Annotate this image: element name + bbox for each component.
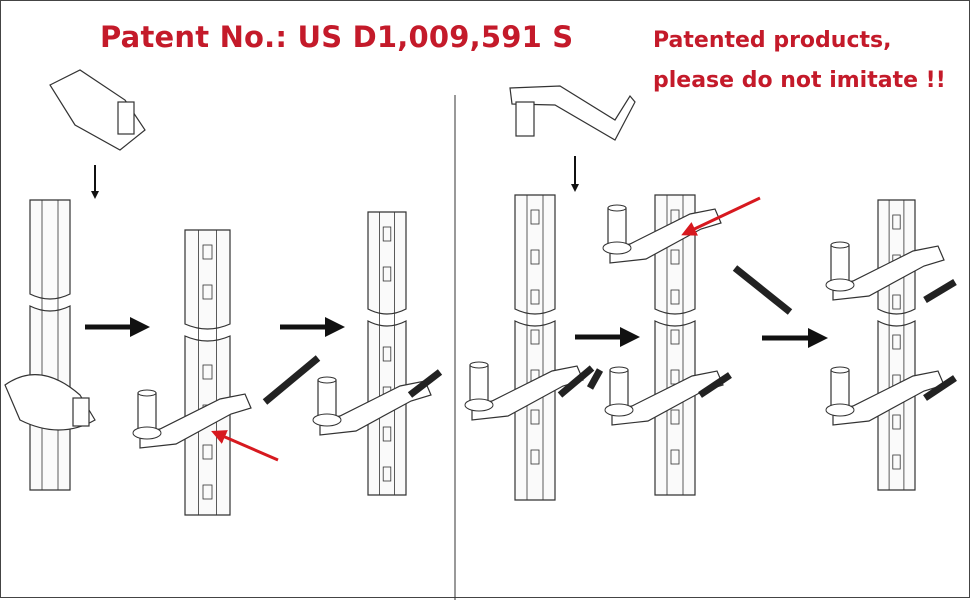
hinge-pin: [72, 397, 90, 427]
post-stud: [670, 449, 680, 465]
hinge-bracket: [132, 389, 252, 449]
post-upper: [367, 211, 407, 315]
hinge-pin-top: [609, 366, 629, 374]
t-post: [877, 199, 916, 491]
bolt-icon: [407, 369, 443, 398]
post-stud: [892, 214, 901, 230]
hinge-base: [604, 403, 634, 417]
t-post: [184, 229, 231, 516]
post-stud: [202, 444, 213, 460]
notice-line-1: Patented products,: [653, 28, 892, 53]
t-post: [514, 194, 556, 501]
hinge-base: [312, 413, 342, 427]
hinge-base: [825, 278, 855, 292]
post-upper: [654, 194, 696, 315]
red-pointer-arrow-icon: [211, 430, 279, 462]
post-stud: [202, 484, 213, 500]
hinge-pin: [137, 392, 157, 432]
notice-line-2: please do not imitate !!: [653, 68, 946, 93]
hinge-pin-top: [317, 376, 337, 384]
bracket-arm: [319, 380, 432, 436]
post-lower: [654, 320, 696, 496]
t-post: [367, 211, 407, 496]
bolt-icon: [923, 278, 957, 304]
bolt-icon: [698, 372, 732, 398]
bracket-arm: [611, 370, 724, 426]
hinge-base: [464, 398, 494, 412]
post-lower: [514, 320, 556, 501]
hinge-base: [132, 426, 162, 440]
hinge-pin-top: [607, 204, 627, 212]
post-stud: [530, 209, 540, 225]
post-stud: [530, 449, 540, 465]
bolt-icon: [262, 355, 321, 405]
hinge-pin: [830, 244, 850, 284]
post-stud: [382, 346, 392, 362]
hinge-bracket: [825, 366, 945, 426]
post-stud: [892, 414, 901, 430]
post-stud: [892, 334, 901, 350]
post-stud: [670, 409, 680, 425]
post-stud: [382, 426, 392, 442]
hinge-bracket: [604, 366, 724, 426]
post-stud: [202, 284, 213, 300]
bolt-icon: [557, 365, 595, 398]
post-stud: [530, 249, 540, 265]
post-stud: [670, 249, 680, 265]
hinge-bracket: [312, 376, 432, 436]
bracket-arm: [832, 245, 945, 301]
bracket-arm: [139, 393, 252, 449]
hinge-pin: [515, 101, 535, 137]
post-upper: [29, 199, 71, 300]
patent-number: Patent No.: US D1,009,591 S: [100, 20, 574, 54]
bolt-icon: [923, 375, 957, 401]
post-stud: [382, 466, 392, 482]
post-upper: [514, 194, 556, 315]
hinge-pin: [317, 379, 337, 419]
hinge-pin-top: [830, 366, 850, 374]
hinge-pin: [609, 369, 629, 409]
post-stud: [892, 454, 901, 470]
hinge-base: [825, 403, 855, 417]
hinge-pin-top: [469, 361, 489, 369]
bolt-icon: [586, 368, 604, 390]
hinge-pin: [117, 101, 135, 135]
post-stud: [670, 329, 680, 345]
hinge-pin-top: [137, 389, 157, 397]
hinge-pin: [469, 364, 489, 404]
hinge-bracket: [825, 241, 945, 301]
hinge-pin: [830, 369, 850, 409]
hinge-pin: [607, 207, 627, 247]
post-stud: [892, 294, 901, 310]
hinge-pin-top: [830, 241, 850, 249]
hinge-base: [602, 241, 632, 255]
post-stud: [382, 266, 392, 282]
post-stud: [530, 289, 540, 305]
post-stud: [670, 289, 680, 305]
post-upper: [184, 229, 231, 330]
t-post: [29, 199, 71, 491]
red-pointer-arrow-icon: [681, 196, 761, 236]
bolt-icon: [732, 265, 793, 315]
post-stud: [202, 364, 213, 380]
post-stud: [382, 226, 392, 242]
post-stud: [530, 329, 540, 345]
post-stud: [202, 244, 213, 260]
post-stud: [530, 409, 540, 425]
